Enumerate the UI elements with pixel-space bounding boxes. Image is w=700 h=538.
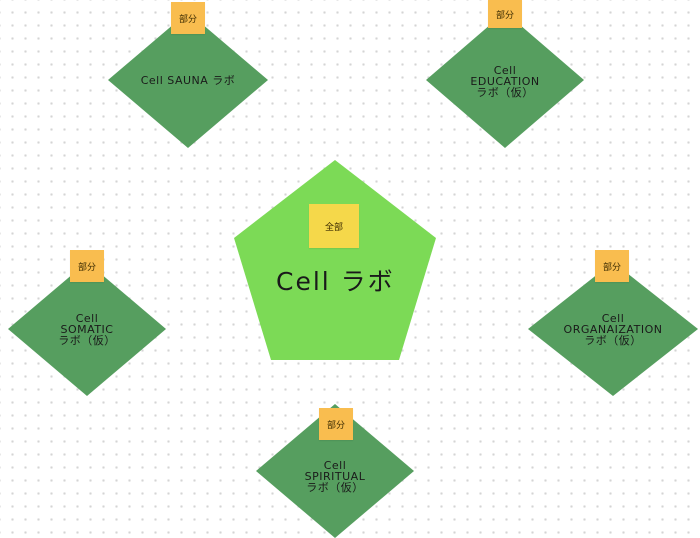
center-pentagon-node[interactable]: 全部 Cell ラボ (232, 158, 438, 362)
diamond-shape (426, 12, 584, 148)
education-label-line-1: Cell (493, 64, 517, 77)
spiritual-tag-label: 部分 (326, 420, 345, 431)
organaization-label-line-1: Cell (601, 312, 625, 325)
diamond-shape (108, 12, 268, 148)
diamond-shape (256, 404, 414, 538)
pentagon-shape (234, 160, 436, 360)
center-title: Cell ラボ (276, 267, 395, 296)
organaization-tag-label: 部分 (602, 262, 621, 273)
spiritual-label: Cell SPIRITUAL ラボ（仮） (256, 460, 414, 493)
sauna-tag-sticky[interactable]: 部分 (171, 2, 205, 34)
center-tag-sticky[interactable]: 全部 (309, 204, 359, 248)
organaization-label: Cell ORGANAIZATION ラボ（仮） (528, 313, 698, 346)
somatic-tag-label: 部分 (77, 262, 96, 273)
spiritual-tag-sticky[interactable]: 部分 (319, 408, 353, 440)
center-tag-label: 全部 (324, 222, 343, 233)
organaization-label-line-3: ラボ（仮） (584, 334, 642, 347)
somatic-label: Cell SOMATIC ラボ（仮） (8, 313, 166, 346)
education-node[interactable]: Cell EDUCATION ラボ（仮） (426, 12, 584, 148)
diamond-shape (8, 262, 166, 396)
somatic-label-line-1: Cell (75, 312, 99, 325)
sauna-label-line-1: Cell SAUNA ラボ (140, 74, 236, 87)
somatic-label-line-2: SOMATIC (60, 323, 114, 336)
education-label-line-3: ラボ（仮） (476, 86, 534, 99)
education-label: Cell EDUCATION ラボ（仮） (426, 65, 584, 98)
organaization-node[interactable]: Cell ORGANAIZATION ラボ（仮） (528, 262, 698, 396)
diamond-shape (528, 262, 698, 396)
education-tag-sticky[interactable]: 部分 (488, 0, 522, 28)
education-tag-label: 部分 (495, 10, 514, 21)
spiritual-label-line-2: SPIRITUAL (304, 470, 366, 483)
somatic-tag-sticky[interactable]: 部分 (70, 250, 104, 282)
sauna-label: Cell SAUNA ラボ (108, 75, 268, 86)
somatic-label-line-3: ラボ（仮） (58, 334, 116, 347)
sauna-node[interactable]: Cell SAUNA ラボ (108, 12, 268, 148)
organaization-label-line-2: ORGANAIZATION (563, 323, 663, 336)
spiritual-label-line-1: Cell (323, 459, 347, 472)
sauna-tag-label: 部分 (178, 14, 197, 25)
somatic-node[interactable]: Cell SOMATIC ラボ（仮） (8, 262, 166, 396)
spiritual-label-line-3: ラボ（仮） (306, 481, 364, 494)
spiritual-node[interactable]: Cell SPIRITUAL ラボ（仮） (256, 404, 414, 538)
education-label-line-2: EDUCATION (470, 75, 540, 88)
organaization-tag-sticky[interactable]: 部分 (595, 250, 629, 282)
